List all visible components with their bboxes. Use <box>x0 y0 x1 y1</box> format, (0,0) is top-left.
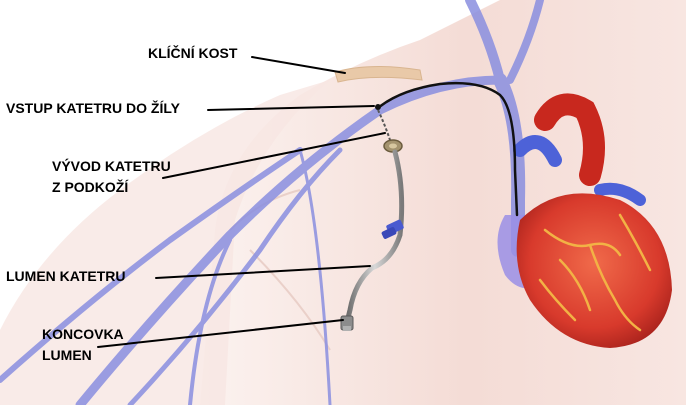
label-catheter-entry: VSTUP KATETRU DO ŽÍLY <box>6 99 180 118</box>
leader-line-clavicle <box>252 57 345 73</box>
label-clavicle: KLÍČNÍ KOST <box>148 44 237 63</box>
label-lumen: LUMEN KATETRU <box>6 267 126 286</box>
catheter-entry-point <box>375 104 381 110</box>
label-catheter-exit-line2: Z PODKOŽÍ <box>52 178 128 197</box>
label-catheter-exit-line1: VÝVOD KATETRU <box>52 157 171 176</box>
label-lumen-end-line2: LUMEN <box>42 346 92 365</box>
lumen-end-cap <box>341 316 353 331</box>
label-lumen-end-line1: KONCOVKA <box>42 325 124 344</box>
catheter-exit-site <box>384 140 402 152</box>
